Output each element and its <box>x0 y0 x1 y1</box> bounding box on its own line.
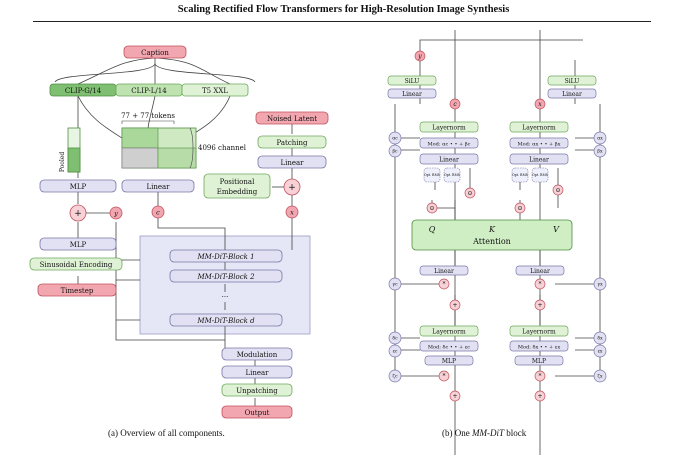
mod-x: Mod: αx • • + βx <box>518 142 561 148</box>
caption-a: (a) Overview of all components. <box>108 428 225 438</box>
linear-qkv-left: Linear <box>439 157 459 164</box>
page-title: Scaling Rectified Flow Transformers for … <box>177 4 510 15</box>
opt-rms-3: Opt. RMS <box>512 173 528 177</box>
plus-symbol: + <box>74 209 82 219</box>
attention-label: Attention <box>472 237 511 246</box>
svg-text:*: * <box>539 373 542 380</box>
alpha-x: αx <box>597 137 603 142</box>
svg-text:⊙: ⊙ <box>467 190 472 197</box>
silu-left: SiLU <box>405 78 420 85</box>
mod2-c: Mod: δc • • + εc <box>428 345 470 351</box>
linear-x: Linear <box>280 159 304 167</box>
mlp-left: MLP <box>442 358 456 365</box>
caption-b: (b) One MM-DiT block <box>442 428 527 438</box>
mlp-top: MLP <box>70 183 87 191</box>
zeta-c: ζc <box>393 374 398 380</box>
unpatching: Unpatching <box>236 387 278 395</box>
svg-text:*: * <box>443 373 446 380</box>
output: Output <box>245 409 270 417</box>
patching: Patching <box>276 139 308 147</box>
alpha-c: αc <box>392 137 398 142</box>
mmdit-block-label: MM-DiT-Block 1 <box>196 253 254 261</box>
sinusoidal-encoding: Sinusoidal Encoding <box>40 261 113 269</box>
layernorm2-right: Layernorm <box>522 329 556 336</box>
left-panel: Caption CLIP-G/14 CLIP-L/14 T5 XXL 77 + … <box>29 45 329 419</box>
delta-c: δc <box>392 336 398 342</box>
opt-rms-4: Opt. RMS <box>532 173 548 177</box>
attention-q: Q <box>429 225 436 234</box>
svg-text:⊙: ⊙ <box>517 205 522 212</box>
zeta-x: ζx <box>598 374 603 380</box>
modulation: Modulation <box>237 351 278 359</box>
linear-c: Linear <box>146 183 170 191</box>
beta-x: βx <box>597 149 603 155</box>
svg-text:+: + <box>452 302 457 309</box>
svg-text:⊙: ⊙ <box>555 187 560 194</box>
positional-embedding: Positional <box>220 178 255 186</box>
eps-c: εc <box>393 350 398 355</box>
param-circles-left: αc βc γc δc εc ζc <box>388 131 402 383</box>
encoder-clip-l: CLIP-L/14 <box>131 87 167 95</box>
mmdit-block-4-box <box>169 313 283 327</box>
x-symbol: x <box>290 209 294 217</box>
attention-v: V <box>553 225 560 234</box>
svg-text:+: + <box>288 183 296 193</box>
mod-c: Mod: αc • • + βc <box>428 142 471 148</box>
mmdit-block-label: MM-DiT-Block d <box>196 317 255 325</box>
timestep: Timestep <box>61 287 94 295</box>
encoder-clip-g: CLIP-G/14 <box>65 87 102 95</box>
gamma-x: γx <box>597 283 603 288</box>
svg-text:⊙: ⊙ <box>429 205 434 212</box>
mlp-bottom: MLP <box>70 241 87 249</box>
opt-rms-2: Opt. RMS <box>444 173 460 177</box>
y-symbol: y <box>113 210 118 218</box>
mlp-right: MLP <box>532 358 546 365</box>
svg-text:+: + <box>537 302 542 309</box>
linear-left-top: Linear <box>402 91 422 98</box>
channel-label: 4096 channel <box>198 144 247 152</box>
linear-right-top: Linear <box>562 91 582 98</box>
positional-embedding-2: Embedding <box>217 188 258 196</box>
title-rule <box>33 21 651 22</box>
c-symbol: c <box>156 209 160 217</box>
svg-text:*: * <box>443 281 446 288</box>
mmdit-block-1-box <box>169 249 283 263</box>
layernorm2-left: Layernorm <box>432 329 466 336</box>
delta-x: δx <box>597 336 603 342</box>
mmdit-block-label: MM-DiT-Block 2 <box>196 273 255 281</box>
right-c-symbol: c <box>453 101 457 108</box>
opt-rms-1: Opt. RMS <box>424 173 440 177</box>
linear-post-right: Linear <box>530 268 550 275</box>
gamma-c: γc <box>392 283 398 288</box>
layernorm-left: Layernorm <box>432 125 466 132</box>
encoder-t5: T5 XXL <box>202 87 228 95</box>
param-circles-right: αx βx γx δx εx ζx <box>593 131 607 383</box>
right-x-symbol: x <box>538 101 542 108</box>
noised-latent: Noised Latent <box>267 115 317 123</box>
mmdit-block-2-box <box>169 269 283 283</box>
right-y-symbol: y <box>417 53 422 60</box>
caption-box: Caption <box>141 49 169 57</box>
attention-k: K <box>488 225 496 234</box>
beta-c: βc <box>392 149 398 155</box>
linear-out: Linear <box>245 369 269 377</box>
eps-x: εx <box>598 350 603 355</box>
pooled-label: Pooled <box>59 152 66 172</box>
right-panel: y c x SiLU Linear SiLU Linear Layernorm … <box>387 30 607 455</box>
tokens-label: 77 + 77 tokens <box>121 112 175 120</box>
svg-text:*: * <box>539 281 542 288</box>
left-connectors <box>77 57 293 406</box>
silu-right: SiLU <box>565 78 580 85</box>
linear-post-left: Linear <box>434 268 454 275</box>
svg-text:+: + <box>537 393 542 400</box>
block-ellipsis: ··· <box>222 293 229 301</box>
svg-text:+: + <box>452 393 457 400</box>
mmdit-blocks: MM-DiT-Block 1 MM-DiT-Block 2 ··· MM-DiT-Bl… <box>169 249 283 327</box>
layernorm-right: Layernorm <box>522 125 556 132</box>
residual-ops: * * + + * * + + <box>438 278 546 402</box>
mod2-x: Mod: δx • • + εx <box>518 345 560 351</box>
linear-qkv-right: Linear <box>529 157 549 164</box>
